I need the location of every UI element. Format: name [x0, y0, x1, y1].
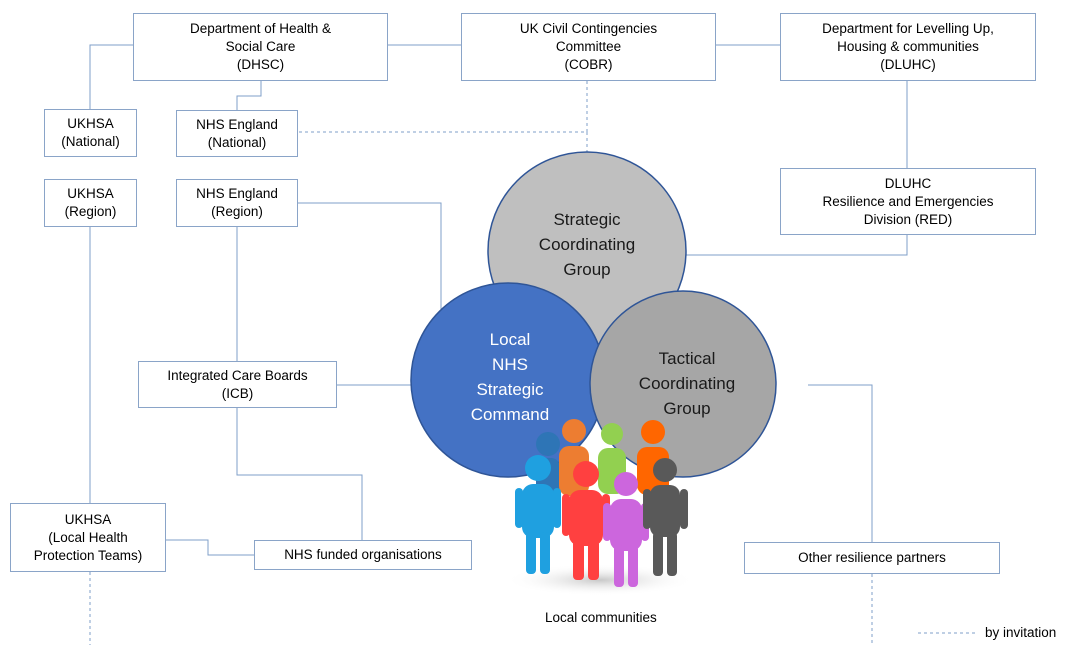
other-partners-box: Other resilience partners	[744, 542, 1000, 574]
tcg-label: Tactical Coordinating Group	[638, 349, 736, 418]
ukhsa-national-box: UKHSA (National)	[44, 109, 137, 157]
connector-red-scg	[686, 235, 908, 256]
connector-icb-funded	[236, 408, 363, 540]
dluhc-red-box: DLUHC Resilience and Emergencies Divisio…	[780, 168, 1036, 235]
nhs-england-region-box: NHS England (Region)	[176, 179, 298, 227]
ukhsa-region-box: UKHSA (Region)	[44, 179, 137, 227]
scg-label: Strategic Coordinating Group	[538, 210, 636, 279]
person-icon-5	[515, 455, 561, 574]
dluhc-box: Department for Levelling Up, Housing & c…	[780, 13, 1036, 81]
legend-by-invitation: by invitation	[985, 625, 1057, 640]
dhsc-box: Department of Health & Social Care (DHSC…	[133, 13, 388, 81]
cobr-box: UK Civil Contingencies Committee (COBR)	[461, 13, 716, 81]
person-icon-8	[643, 458, 688, 576]
connector-ukhsa-local-funded	[166, 539, 254, 556]
person-icon-4	[637, 420, 669, 495]
icb-box: Integrated Care Boards (ICB)	[138, 361, 337, 408]
ukhsa-local-box: UKHSA (Local Health Protection Teams)	[10, 503, 166, 572]
local-communities-caption: Local communities	[545, 610, 657, 625]
person-icon-6	[562, 461, 610, 580]
tcg-circle	[589, 290, 777, 478]
nhs-england-national-box: NHS England (National)	[176, 110, 298, 157]
connector-tcg-other	[808, 384, 873, 542]
connector-nhse-region-local	[298, 202, 442, 320]
local-nhs-label: Local NHS Strategic Command	[470, 330, 550, 424]
nhs-funded-box: NHS funded organisations	[254, 540, 472, 570]
connector-dhsc-ukhsa	[89, 44, 133, 109]
connector-dhsc-nhse	[236, 81, 262, 110]
